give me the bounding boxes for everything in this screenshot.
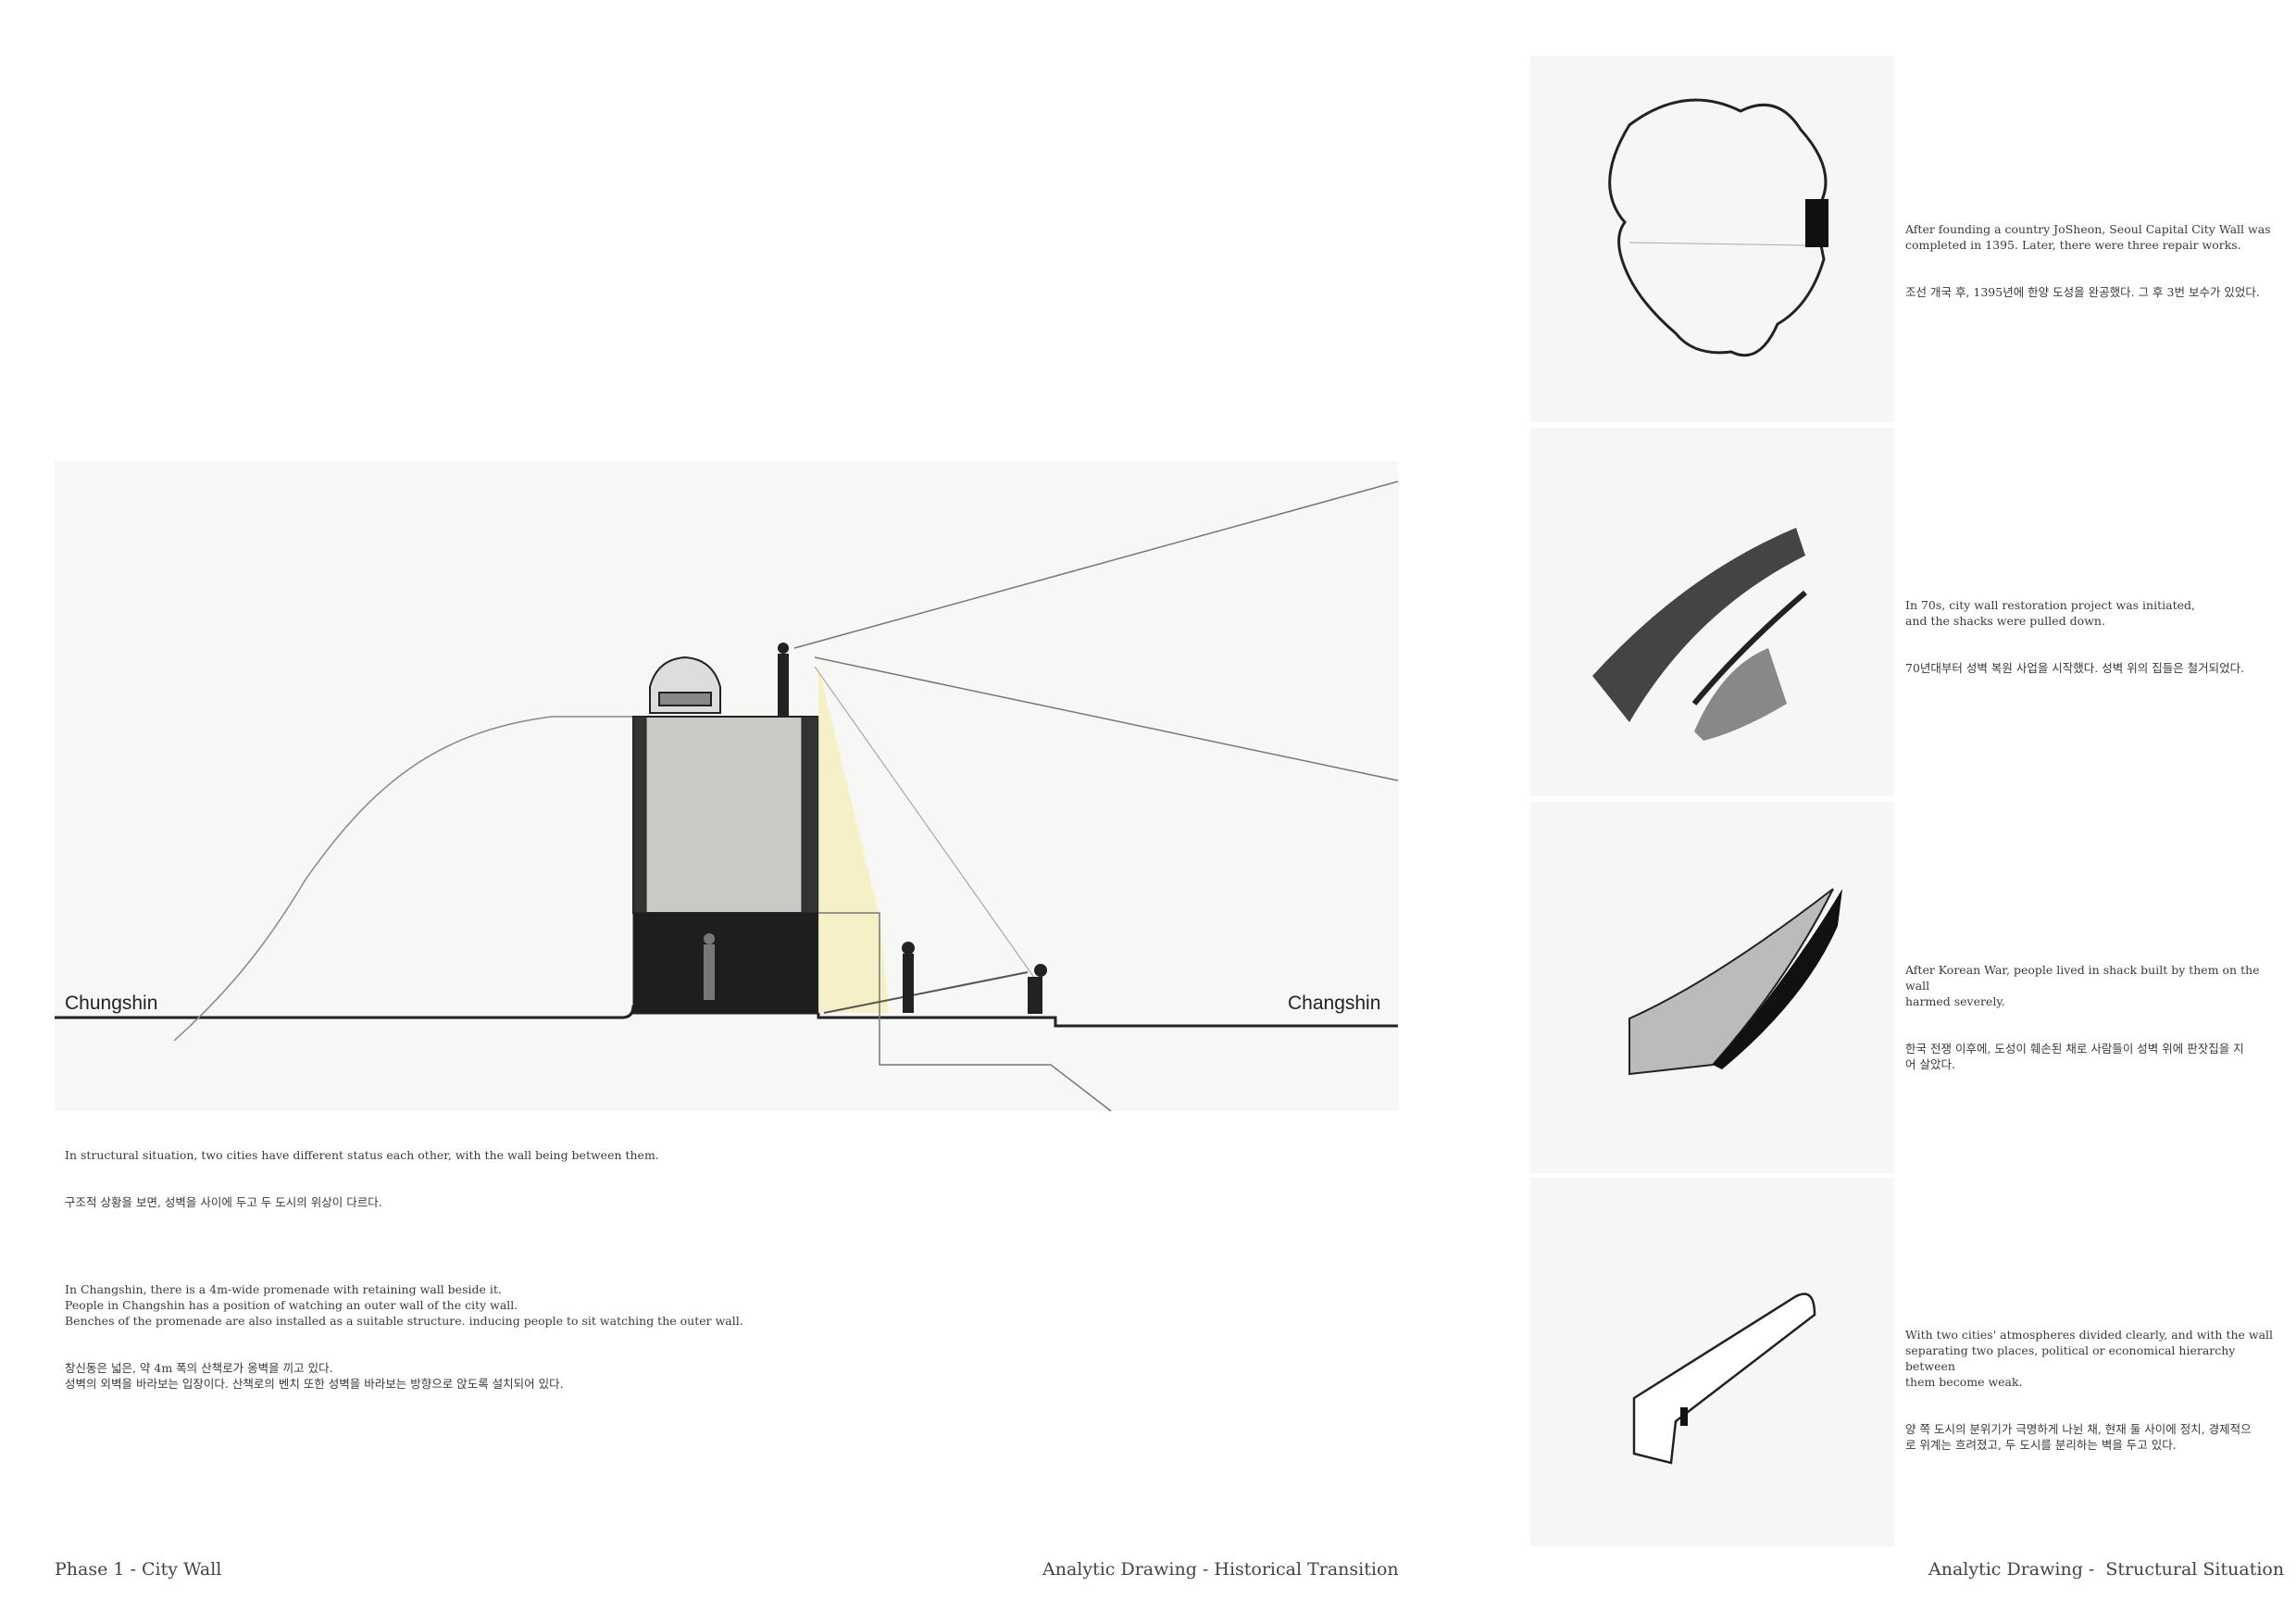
current-wall-sketch xyxy=(1632,1293,1816,1465)
history-text-1: After founding a country JoSheon, Seoul … xyxy=(1905,206,2285,331)
footer-structural-situation: Analytic Drawing - Structural Situation xyxy=(1928,1559,2285,1580)
paragraph-structural-ko: 구조적 상황을 보면, 성벽을 사이에 두고 두 도시의 위상이 다르다. xyxy=(65,1195,382,1209)
hill-profile xyxy=(173,716,633,1042)
history-text-4: With two cities' atmospheres divided cle… xyxy=(1905,1311,2285,1484)
changshin-label: Changshin xyxy=(1288,993,1381,1014)
history-en: After Korean War, people lived in shack … xyxy=(1905,963,2260,1008)
light-cone xyxy=(818,667,889,1013)
wall-upper xyxy=(632,716,819,914)
paragraph-changshin-en: In Changshin, there is a 4m-wide promena… xyxy=(65,1282,743,1328)
damaged-wall-sketch xyxy=(1628,888,1834,1076)
sight-ray-4 xyxy=(823,971,1029,1014)
history-en: In 70s, city wall restoration project wa… xyxy=(1905,598,2195,628)
restored-wall-sketch xyxy=(1592,528,1805,722)
city-wall-section xyxy=(55,481,1399,1112)
city-wall-outline xyxy=(1608,98,1828,357)
wall-lower xyxy=(632,912,819,1014)
footer-phase-title: Phase 1 - City Wall xyxy=(55,1559,222,1580)
history-text-3: After Korean War, people lived in shack … xyxy=(1905,946,2285,1104)
paragraph-changshin-ko: 창신동은 넓은, 약 4m 폭의 산책로가 옹벽을 끼고 있다. 성벽의 외벽을… xyxy=(65,1361,564,1391)
history-ko: 양 쪽 도시의 분위기가 극명하게 나뉜 채, 현재 둘 사이에 정치, 경제적… xyxy=(1905,1422,2252,1452)
sight-ray-2 xyxy=(814,656,1399,781)
sight-ray-1 xyxy=(793,481,1399,649)
person-figures xyxy=(704,643,1047,1014)
retaining-wall xyxy=(818,912,1112,1112)
history-en: With two cities' atmospheres divided cle… xyxy=(1905,1328,2274,1389)
history-ko: 조선 개국 후, 1395년에 한양 도성을 완공했다. 그 후 3번 보수가 … xyxy=(1905,285,2260,299)
history-panel-1 xyxy=(1530,56,1894,422)
sight-ray-3 xyxy=(814,666,1038,982)
wall-right-edge xyxy=(801,716,819,914)
wall-segment-mark xyxy=(1805,199,1828,247)
paragraph-structural-en: In structural situation, two cities have… xyxy=(65,1148,659,1162)
car-icon xyxy=(649,656,721,714)
footer-historical-transition: Analytic Drawing - Historical Transition xyxy=(1042,1559,1399,1580)
history-ko: 70년대부터 성벽 복원 사업을 시작했다. 성벽 위의 집들은 철거되었다. xyxy=(1905,661,2245,675)
shacks-sketch xyxy=(1694,648,1787,741)
history-ko: 한국 전쟁 이후에, 도성이 훼손된 채로 사람들이 성벽 위에 판잣집을 지 … xyxy=(1905,1042,2244,1071)
section-description: In structural situation, two cities have… xyxy=(65,1131,805,1423)
history-text-2: In 70s, city wall restoration project wa… xyxy=(1905,581,2285,707)
chungshin-label: Chungshin xyxy=(65,993,158,1014)
wall-left-edge xyxy=(632,716,647,914)
history-en: After founding a country JoSheon, Seoul … xyxy=(1905,222,2271,252)
